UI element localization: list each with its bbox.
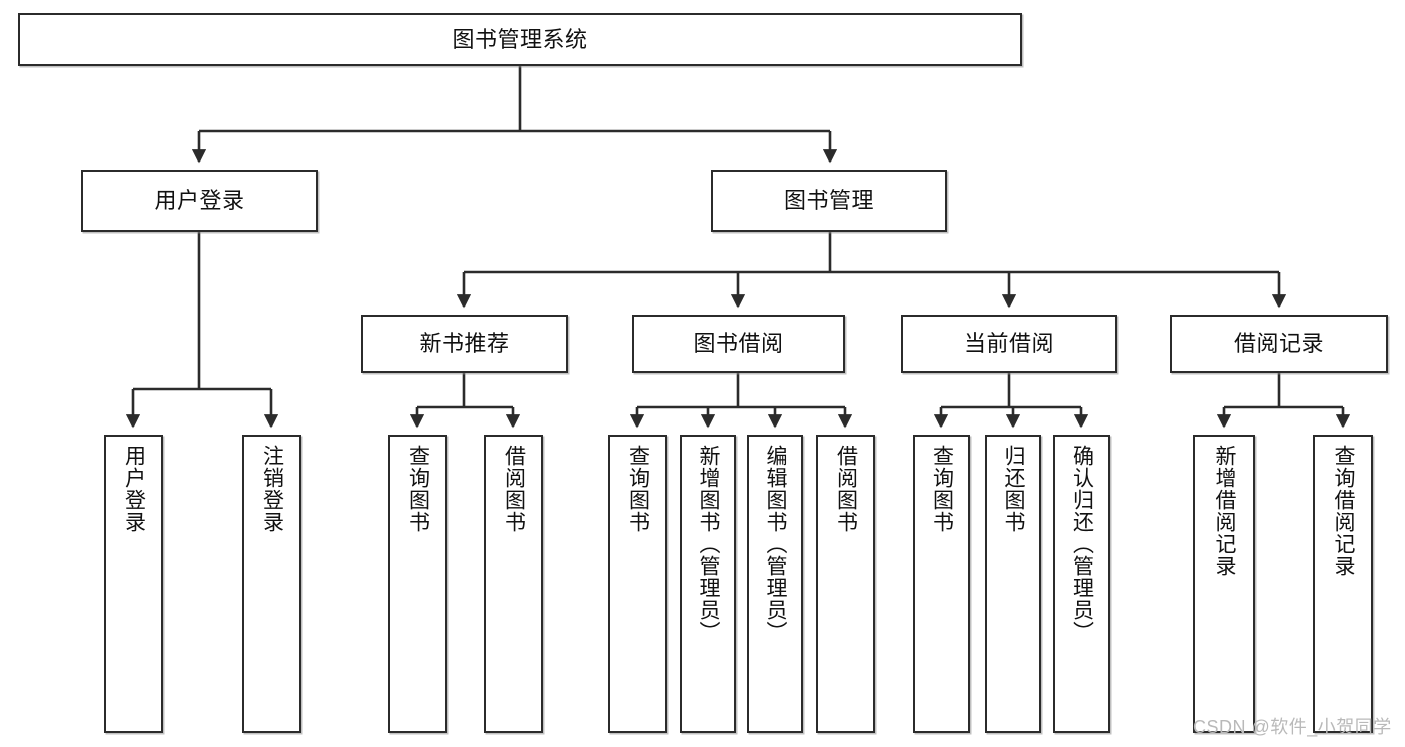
leaf-add-book-admin-label: 新增图书（管理员）	[697, 445, 721, 643]
node-book-borrowing-label: 图书借阅	[693, 331, 784, 357]
node-user-login[interactable]: 用户登录	[81, 170, 318, 232]
leaf-query-book-a-label: 查询图书	[406, 445, 430, 533]
node-current-borrowing-label: 当前借阅	[963, 331, 1054, 357]
leaf-query-book-b-label: 查询图书	[626, 445, 650, 533]
leaf-borrow-book-b[interactable]: 借阅图书	[816, 435, 875, 733]
leaf-add-borrow-record-label: 新增借阅记录	[1213, 445, 1237, 577]
leaf-confirm-return-admin-label: 确认归还（管理员）	[1070, 445, 1094, 643]
leaf-query-book-b[interactable]: 查询图书	[608, 435, 667, 733]
node-borrow-records-label: 借阅记录	[1233, 331, 1324, 357]
leaf-query-borrow-record-label: 查询借阅记录	[1332, 445, 1356, 577]
node-current-borrowing[interactable]: 当前借阅	[901, 315, 1117, 373]
leaf-query-book-c-label: 查询图书	[930, 445, 954, 533]
leaf-borrow-book-a[interactable]: 借阅图书	[484, 435, 543, 733]
leaf-user-login-label: 用户登录	[122, 445, 146, 533]
leaf-logout-label: 注销登录	[260, 445, 284, 533]
node-book-borrowing[interactable]: 图书借阅	[632, 315, 845, 373]
leaf-add-borrow-record[interactable]: 新增借阅记录	[1193, 435, 1255, 733]
leaf-logout[interactable]: 注销登录	[242, 435, 301, 733]
leaf-user-login[interactable]: 用户登录	[104, 435, 163, 733]
node-book-management[interactable]: 图书管理	[711, 170, 947, 232]
node-book-management-label: 图书管理	[783, 188, 874, 214]
node-borrow-records[interactable]: 借阅记录	[1170, 315, 1388, 373]
leaf-confirm-return-admin[interactable]: 确认归还（管理员）	[1053, 435, 1110, 733]
leaf-query-book-c[interactable]: 查询图书	[913, 435, 970, 733]
node-new-book-recommend-label: 新书推荐	[419, 331, 510, 357]
leaf-add-book-admin[interactable]: 新增图书（管理员）	[680, 435, 736, 733]
node-user-login-label: 用户登录	[154, 188, 245, 214]
leaf-edit-book-admin-label: 编辑图书（管理员）	[764, 445, 788, 643]
leaf-query-borrow-record[interactable]: 查询借阅记录	[1313, 435, 1373, 733]
leaf-borrow-book-a-label: 借阅图书	[502, 445, 526, 533]
leaf-return-book-label: 归还图书	[1002, 445, 1026, 533]
node-root[interactable]: 图书管理系统	[18, 13, 1022, 66]
node-new-book-recommend[interactable]: 新书推荐	[361, 315, 568, 373]
leaf-query-book-a[interactable]: 查询图书	[388, 435, 447, 733]
leaf-borrow-book-b-label: 借阅图书	[834, 445, 858, 533]
node-root-label: 图书管理系统	[452, 26, 588, 52]
leaf-return-book[interactable]: 归还图书	[985, 435, 1041, 733]
csdn-watermark: CSDN @软件_小贺同学	[1193, 717, 1392, 737]
leaf-edit-book-admin[interactable]: 编辑图书（管理员）	[747, 435, 803, 733]
